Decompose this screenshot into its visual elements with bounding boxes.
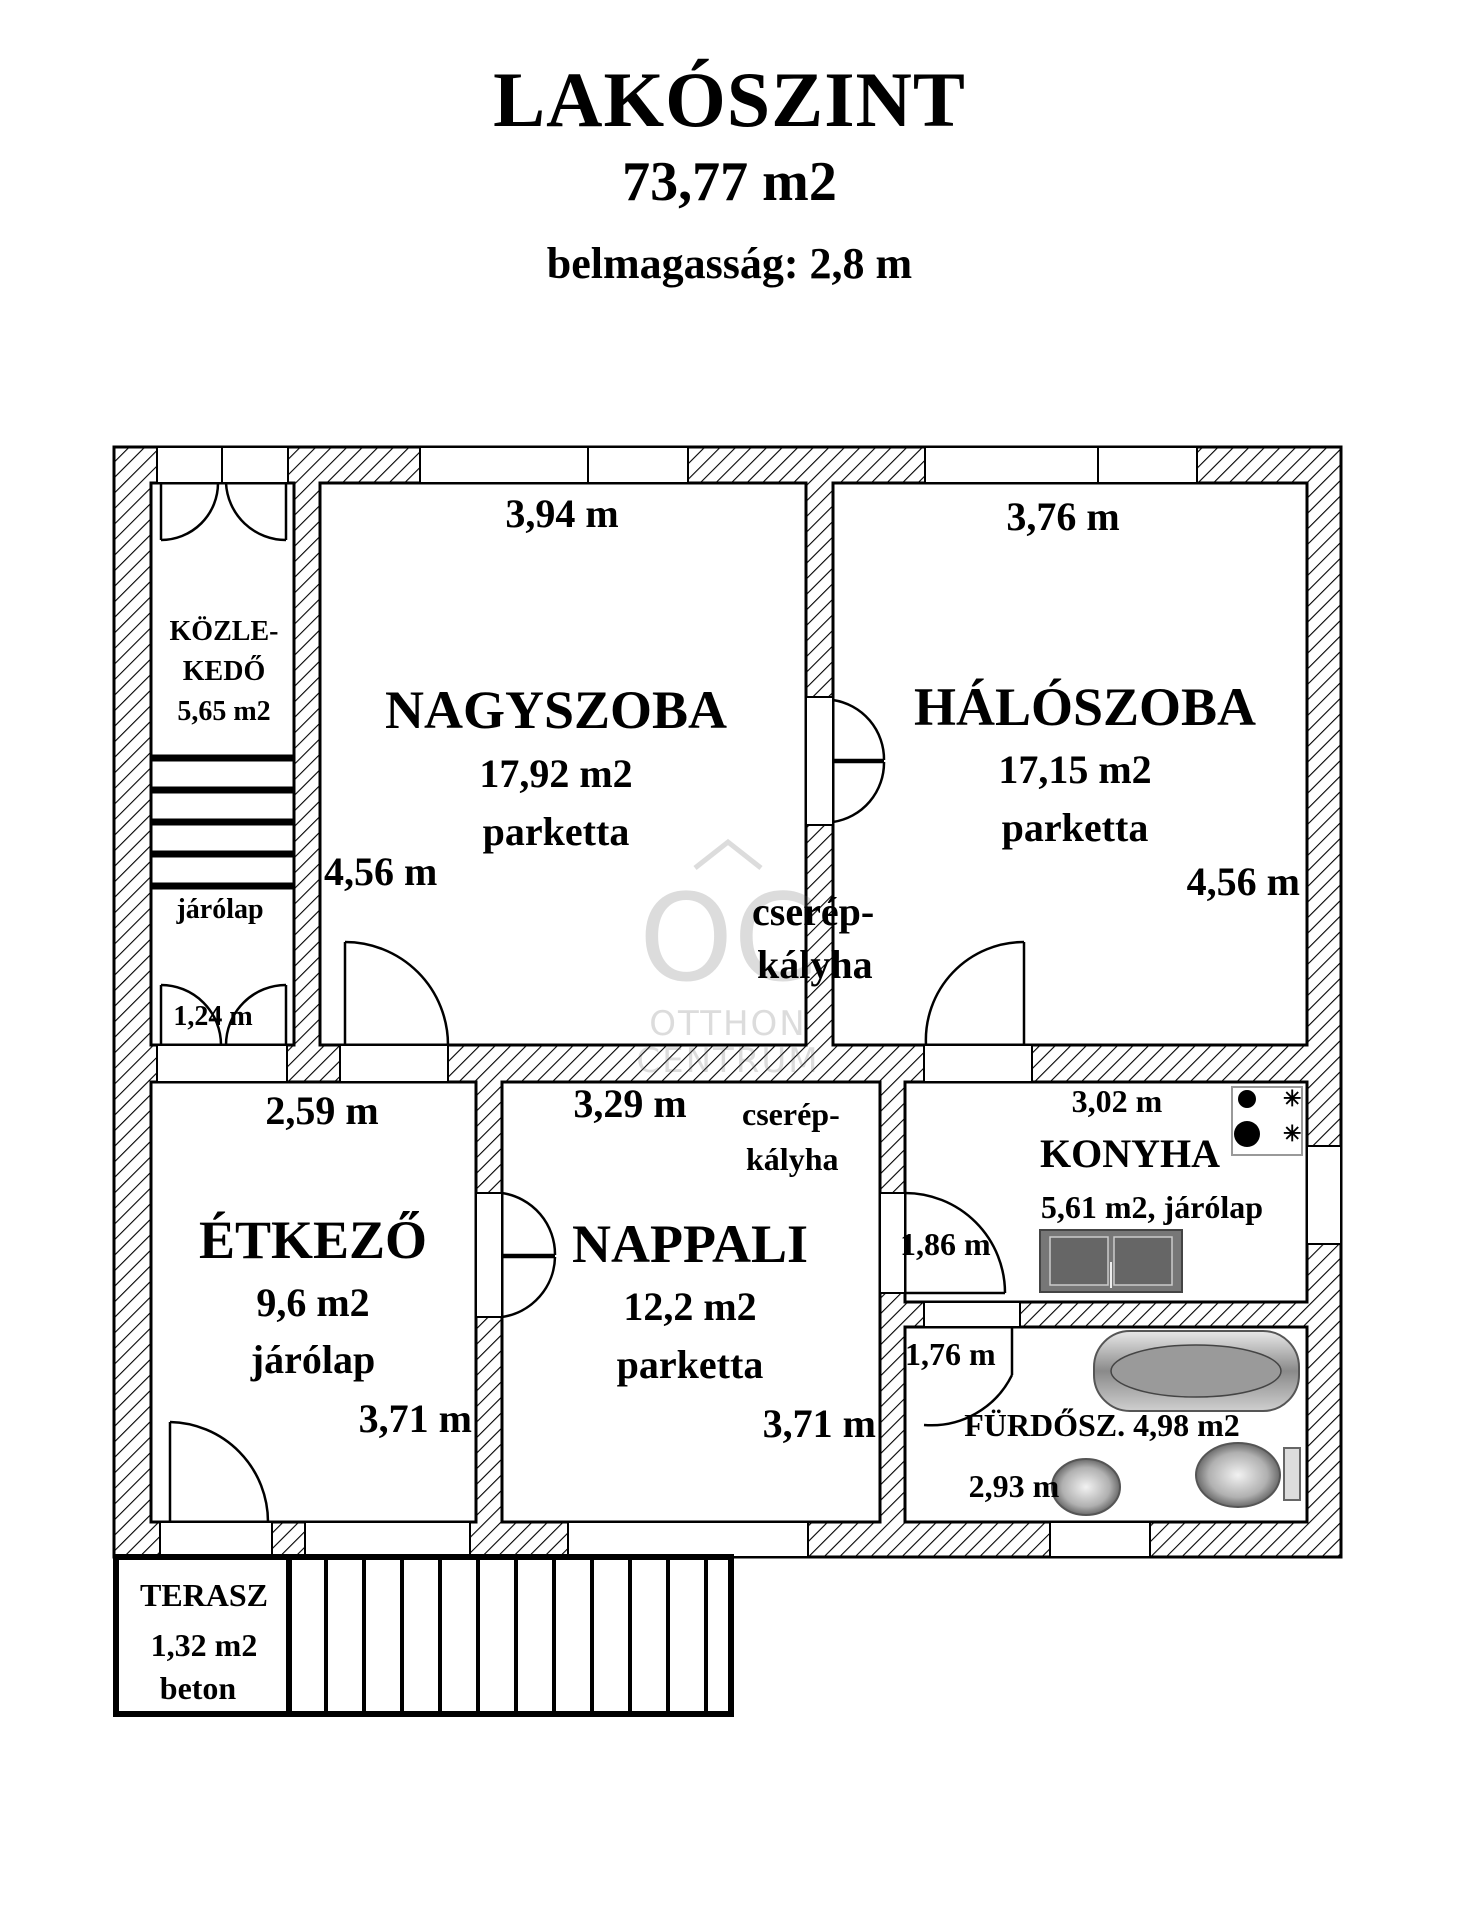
bathtub-icon: [1093, 1330, 1300, 1412]
furdo-dim-side: 1,76 m: [905, 1336, 996, 1372]
toilet-icon: [1195, 1442, 1301, 1508]
kitchen-sink-icon: [1039, 1229, 1183, 1293]
stairs: [151, 754, 294, 890]
nappali-dim-top: 3,29 m: [573, 1081, 686, 1126]
door-openings: [156, 696, 1033, 1328]
room-nappali: [500, 1080, 882, 1524]
kozlekedo-name-line1: KÖZLE-: [170, 616, 279, 647]
etkezo-name: ÉTKEZŐ: [199, 1210, 427, 1270]
plan-title: LAKÓSZINT: [493, 56, 966, 143]
svg-text:OTTHON: OTTHON: [649, 1004, 806, 1044]
nappali-area: 12,2 m2: [623, 1284, 756, 1329]
room-kozlekedo: [149, 481, 296, 1047]
total-area: 73,77 m2: [622, 151, 837, 213]
konyha-name: KONYHA: [1040, 1131, 1220, 1176]
etkezo-dim-top: 2,59 m: [265, 1088, 378, 1133]
nagyszoba-dim-side: 4,56 m: [324, 849, 437, 894]
etkezo-floor: járólap: [250, 1337, 375, 1382]
door-swings: [159, 482, 1026, 1523]
nappali-name: NAPPALI: [572, 1214, 808, 1274]
room-haloszoba: [831, 481, 1309, 1047]
terrace: [113, 1554, 734, 1717]
terasz-name: TERASZ: [140, 1577, 268, 1613]
room-nagyszoba: [318, 481, 808, 1047]
konyha-dim-side: 1,86 m: [900, 1226, 991, 1262]
haloszoba-dim-side: 4,56 m: [1187, 859, 1300, 904]
kozlekedo-floor: járólap: [175, 894, 263, 925]
konyha-area-floor: 5,61 m2, járólap: [1041, 1189, 1263, 1225]
terasz-area: 1,32 m2: [151, 1627, 258, 1663]
svg-text:CENTRUM: CENTRUM: [636, 1041, 819, 1081]
stove-lower-line1: cserép-: [742, 1096, 840, 1132]
haloszoba-dim-top: 3,76 m: [1006, 494, 1119, 539]
otthon-centrum-watermark: OC OTTHON CENTRUM: [636, 838, 819, 1081]
kozlekedo-dim: 1,24 m: [173, 1001, 252, 1032]
nagyszoba-area: 17,92 m2: [479, 751, 632, 796]
svg-text:OC: OC: [639, 870, 817, 1009]
ceiling-height: belmagasság: 2,8 m: [546, 239, 913, 288]
washbasin-icon: [1051, 1458, 1121, 1516]
haloszoba-floor: parketta: [1002, 805, 1149, 850]
stove-upper-line1: cserép-: [752, 889, 874, 934]
nagyszoba-name: NAGYSZOBA: [385, 680, 727, 740]
windows: [156, 446, 1342, 1558]
haloszoba-name: HÁLÓSZOBA: [914, 677, 1256, 737]
etkezo-dim-side: 3,71 m: [359, 1396, 472, 1441]
furdo-dim-bottom: 2,93 m: [969, 1468, 1060, 1504]
furdo-name-area: FÜRDŐSZ. 4,98 m2: [964, 1407, 1240, 1443]
nagyszoba-floor: parketta: [483, 809, 630, 854]
svg-text:✳: ✳: [1283, 1086, 1301, 1111]
stove-icon: ✳ ✳: [1231, 1086, 1303, 1156]
nagyszoba-dim-top: 3,94 m: [505, 491, 618, 536]
walls: [112, 445, 1343, 1559]
nappali-floor: parketta: [617, 1342, 764, 1387]
nappali-dim-side: 3,71 m: [763, 1401, 876, 1446]
etkezo-area: 9,6 m2: [256, 1280, 369, 1325]
svg-text:✳: ✳: [1283, 1121, 1301, 1146]
kozlekedo-name-line2: KEDŐ: [183, 655, 265, 687]
stove-upper-line2: kályha: [757, 942, 873, 987]
konyha-dim-top: 3,02 m: [1072, 1083, 1163, 1119]
stove-lower-line2: kályha: [746, 1141, 838, 1177]
haloszoba-area: 17,15 m2: [998, 747, 1151, 792]
terasz-floor: beton: [160, 1670, 237, 1706]
kozlekedo-area: 5,65 m2: [177, 696, 270, 727]
